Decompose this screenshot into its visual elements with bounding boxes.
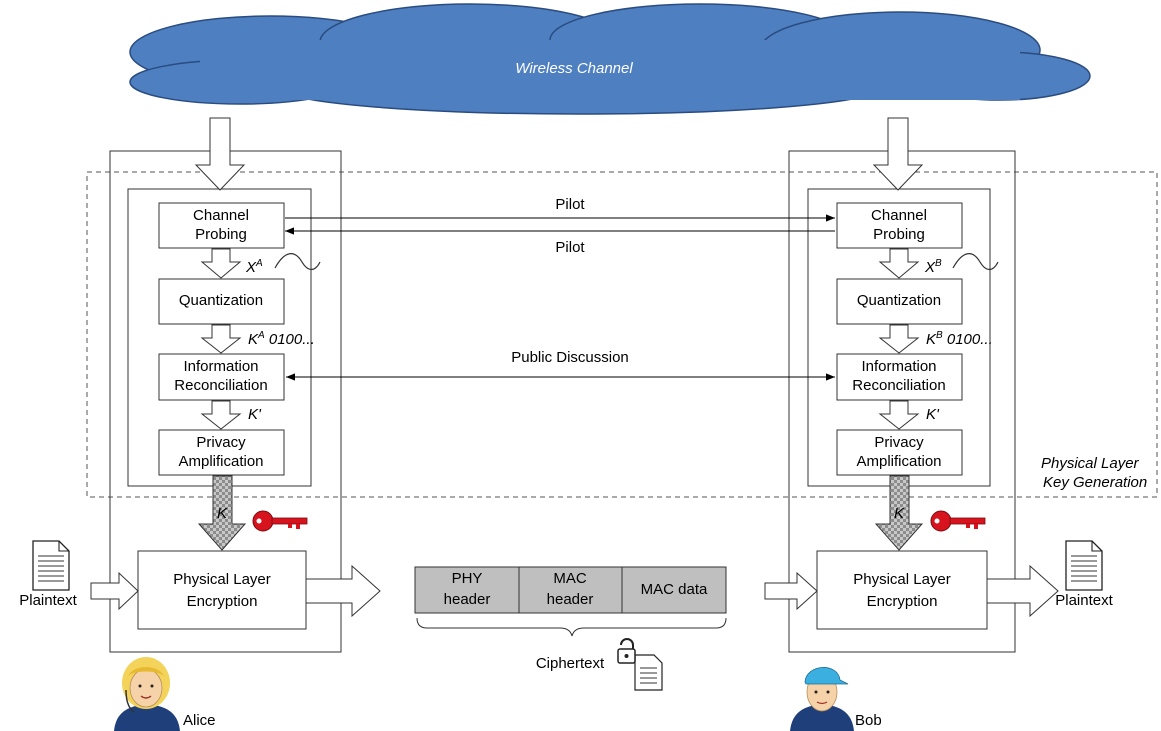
bob-channel-probing-line2: Probing xyxy=(873,226,925,243)
bob-quantization-box xyxy=(836,278,963,325)
bob-amplification-line2: Amplification xyxy=(856,453,942,470)
alice-reconciliation-box xyxy=(158,353,285,401)
bob-key-label: K xyxy=(894,505,905,522)
alice-channel-probing-box xyxy=(158,202,285,249)
alice-quantization-label: Quantization xyxy=(178,292,264,309)
bob-name-label: Bob xyxy=(855,712,882,729)
alice-encryption-line2: Encryption xyxy=(186,593,258,610)
alice-ciphertext-out-arrow xyxy=(305,564,381,618)
bob-quantization-label: Quantization xyxy=(856,292,942,309)
alice-amplification-box xyxy=(158,429,285,476)
alice-k-superscript: A xyxy=(258,330,265,341)
bob-amplification-line1: Privacy xyxy=(874,434,924,451)
alice-x-superscript: A xyxy=(256,258,263,269)
alice-k-label: KA 0100... xyxy=(248,330,315,349)
alice-k-symbol: K xyxy=(248,331,259,348)
alice-k-bits: 0100... xyxy=(268,331,315,348)
alice-signal-wave xyxy=(274,253,321,271)
alice-channel-arrow xyxy=(194,117,246,191)
alice-avatar-icon xyxy=(114,657,180,731)
bob-plaintext-out-arrow xyxy=(986,564,1059,618)
bob-amplification-box xyxy=(836,429,963,476)
bob-k-bits: 0100... xyxy=(946,331,993,348)
alice-key-label: K xyxy=(217,505,228,522)
alice-kprime-label: K' xyxy=(248,406,261,423)
packet-mac-header-line2: header xyxy=(546,591,594,608)
region-label-line2: Key Generation xyxy=(1043,474,1148,491)
packet-phy-line1: PHY xyxy=(451,570,483,587)
alice-key-arrow xyxy=(197,475,247,551)
pilot-label-top: Pilot xyxy=(555,196,585,213)
bob-channel-arrow xyxy=(872,117,924,191)
alice-key-icon xyxy=(252,510,308,532)
alice-encryption-line1: Physical Layer xyxy=(173,571,271,588)
alice-reconciliation-line2: Reconciliation xyxy=(174,377,268,394)
alice-x-symbol: X xyxy=(246,259,257,276)
alice-reconciliation-line1: Information xyxy=(183,358,259,375)
pilot-label-bottom: Pilot xyxy=(555,239,585,256)
region-label-line1: Physical Layer xyxy=(1041,455,1139,472)
wireless-channel-label: Wireless Channel xyxy=(515,60,633,77)
bob-x-superscript: B xyxy=(935,258,942,269)
packet-field-mac-header xyxy=(518,566,623,614)
bob-step-arrows xyxy=(878,248,920,430)
bob-k-symbol: K xyxy=(926,331,937,348)
public-discussion-label: Public Discussion xyxy=(511,349,629,366)
key-generation-region xyxy=(86,171,1158,498)
alice-quantization-box xyxy=(158,278,285,325)
alice-channel-probing-line2: Probing xyxy=(195,226,247,243)
packet-phy-line2: header xyxy=(443,591,491,608)
bob-reconciliation-box xyxy=(836,353,963,401)
wireless-channel-cloud xyxy=(129,3,1091,115)
packet-brace xyxy=(416,617,727,637)
bob-x-label: XB xyxy=(925,258,942,277)
bob-k-superscript: B xyxy=(936,330,943,341)
alice-amplification-line1: Privacy xyxy=(196,434,246,451)
bob-channel-probing-line1: Channel xyxy=(871,207,927,224)
ciphertext-locked-document-icon xyxy=(617,638,663,691)
packet-field-mac-data xyxy=(621,566,727,614)
packet xyxy=(414,566,727,614)
alice-plaintext-document-icon xyxy=(32,540,70,591)
alice-x-label: XA xyxy=(246,258,263,277)
packet-mac-header-line1: MAC xyxy=(553,570,587,587)
bob-plaintext-label: Plaintext xyxy=(1055,592,1113,609)
bob-k-label: KB 0100... xyxy=(926,330,993,349)
bob-encryption-line1: Physical Layer xyxy=(853,571,951,588)
alice-amplification-line2: Amplification xyxy=(178,453,264,470)
alice-plaintext-label: Plaintext xyxy=(19,592,77,609)
bob-channel-probing-box xyxy=(836,202,963,249)
bob-reconciliation-line2: Reconciliation xyxy=(852,377,946,394)
alice-plaintext-in-arrow xyxy=(90,571,139,611)
bob-key-icon xyxy=(930,510,986,532)
bob-signal-wave xyxy=(952,253,999,271)
bob-plaintext-document-icon xyxy=(1065,540,1103,591)
bob-key-arrow xyxy=(874,475,924,551)
bob-kprime-label: K' xyxy=(926,406,939,423)
bob-avatar-icon xyxy=(790,667,854,731)
bob-ciphertext-in-arrow xyxy=(764,571,818,611)
bob-reconciliation-line1: Information xyxy=(861,358,937,375)
alice-step-arrows xyxy=(200,248,242,430)
alice-name-label: Alice xyxy=(183,712,216,729)
bob-x-symbol: X xyxy=(925,259,936,276)
packet-mac-data-label: MAC data xyxy=(640,581,708,598)
alice-encryption-box xyxy=(137,550,307,630)
alice-channel-probing-line1: Channel xyxy=(193,207,249,224)
ciphertext-label: Ciphertext xyxy=(535,655,605,672)
packet-field-phy xyxy=(414,566,520,614)
bob-encryption-box xyxy=(816,550,988,630)
bob-encryption-line2: Encryption xyxy=(866,593,938,610)
